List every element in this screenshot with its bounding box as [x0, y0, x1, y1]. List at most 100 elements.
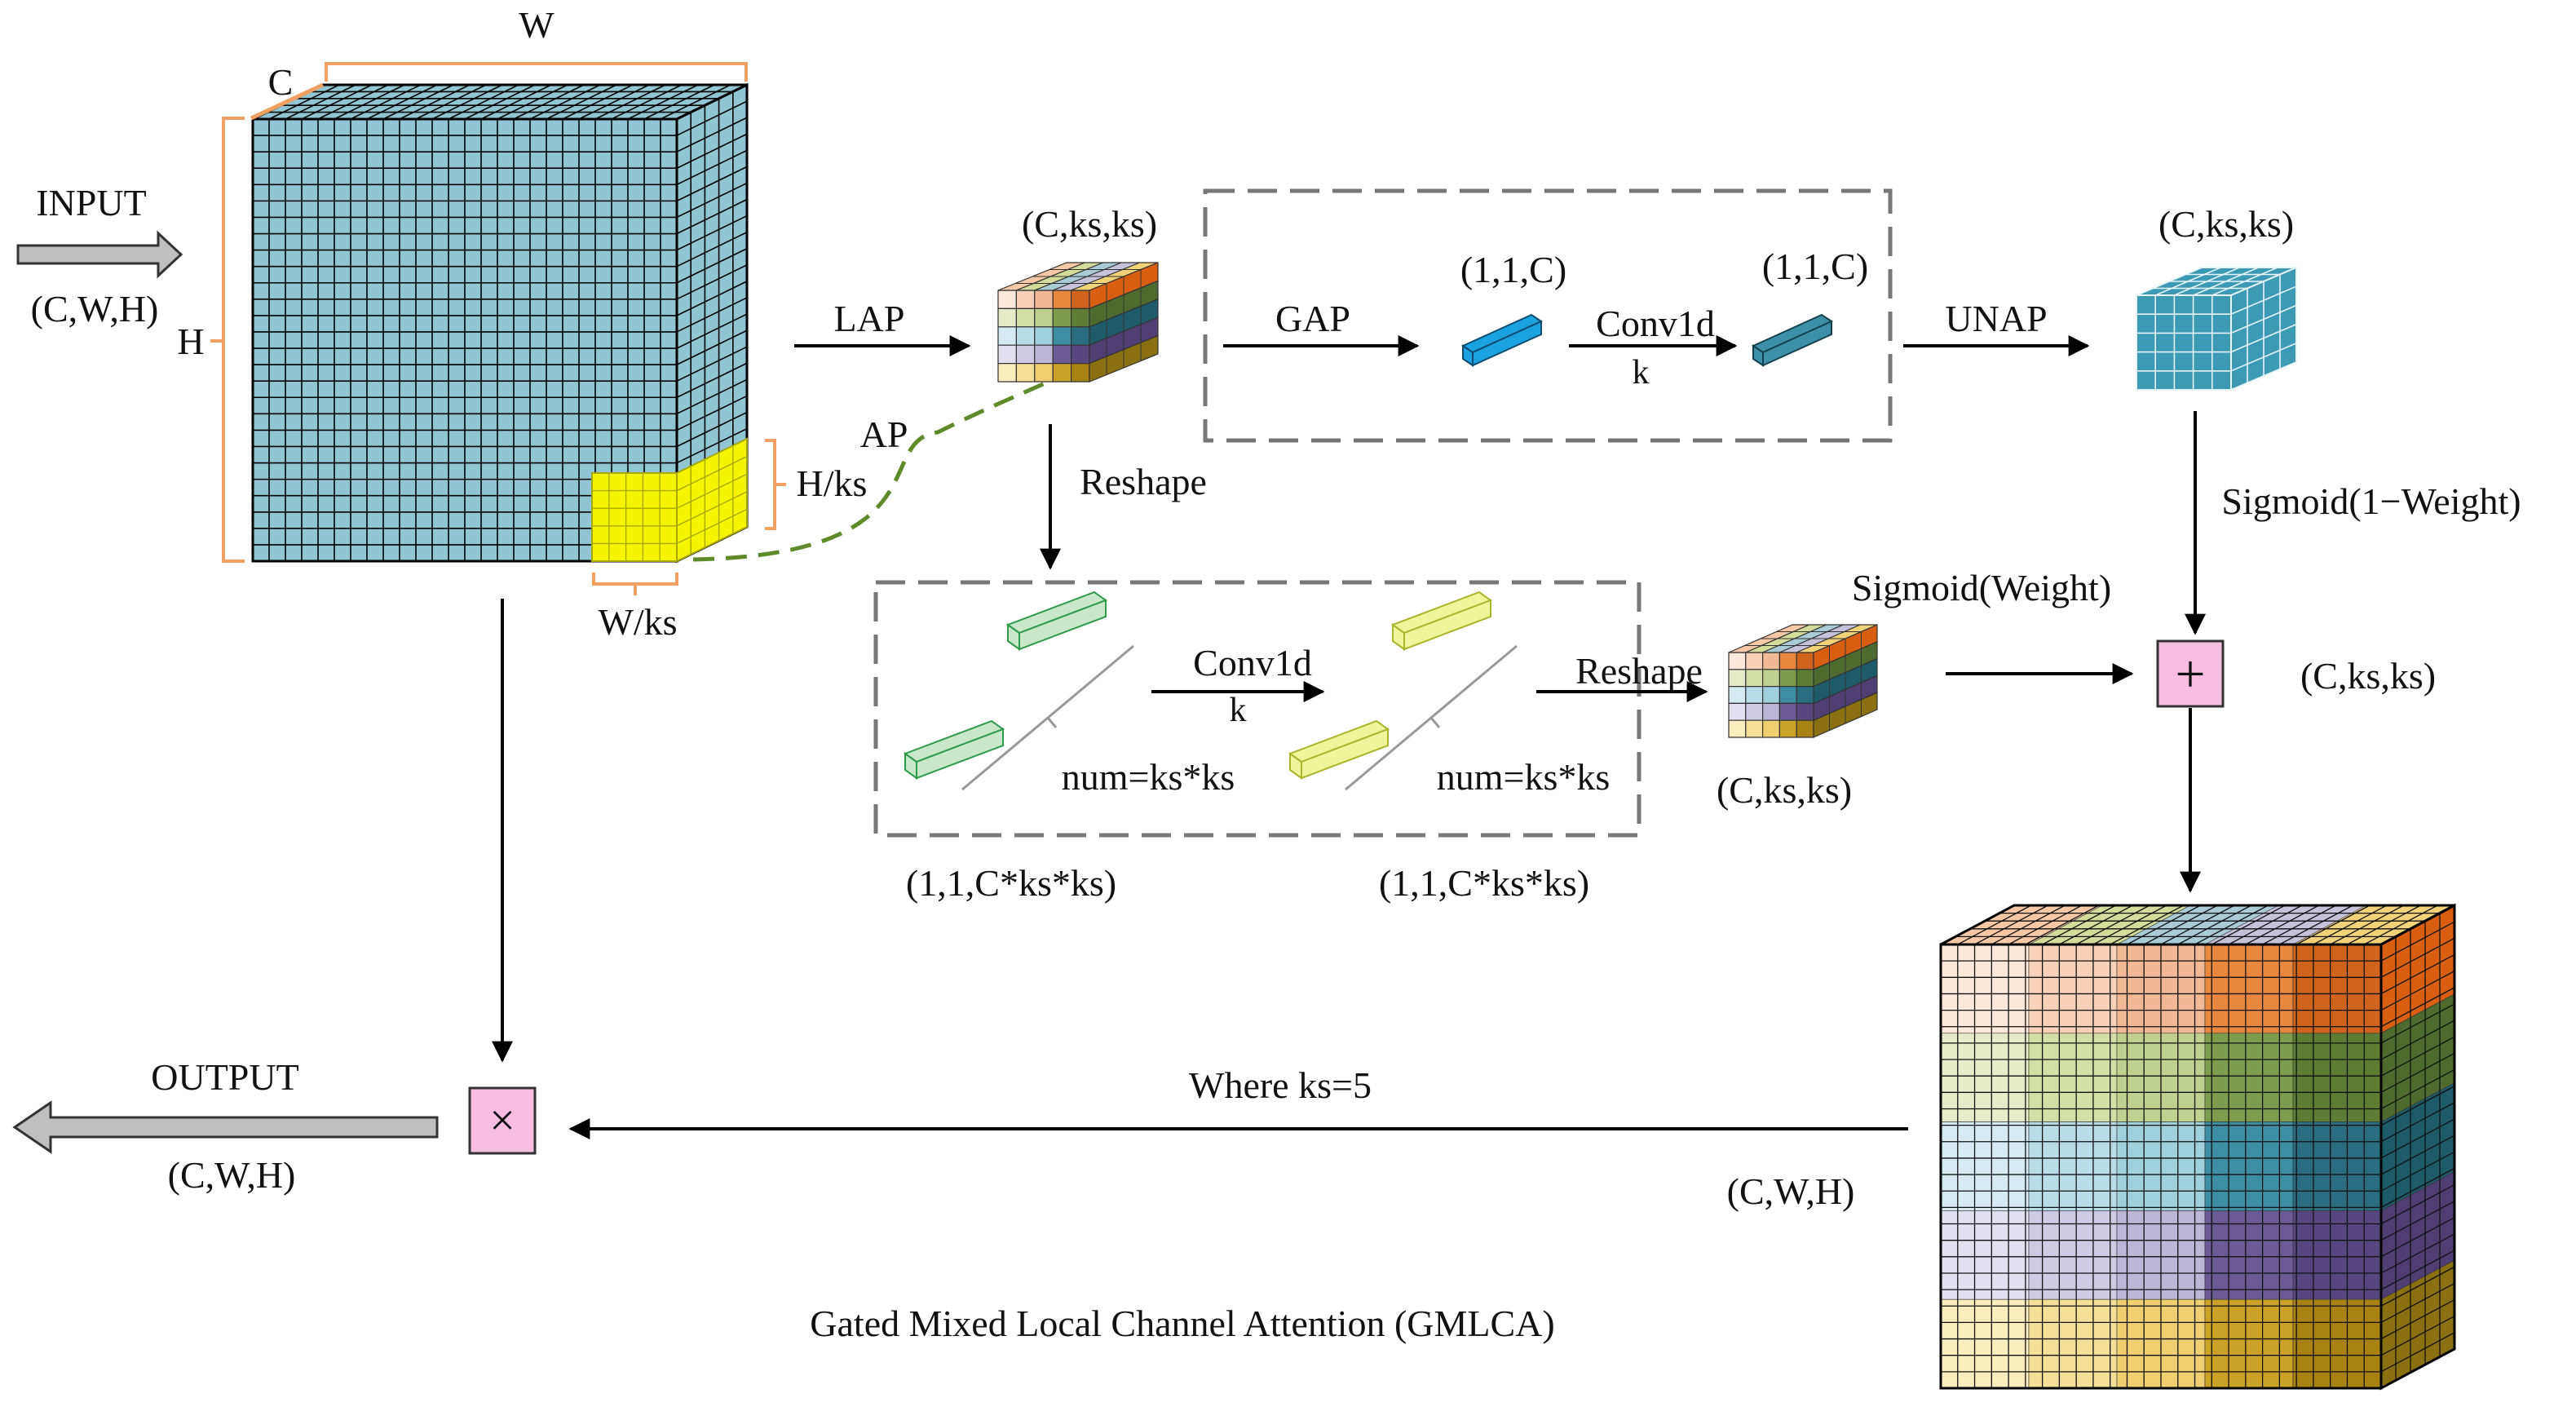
grid-line	[2075, 905, 2150, 945]
plus-operator	[2156, 639, 2225, 708]
local-cell	[1015, 307, 1036, 328]
big-block	[2292, 1298, 2382, 1389]
grid-line	[285, 84, 356, 120]
grid-line	[676, 264, 748, 300]
output-arrow	[12, 1100, 439, 1154]
grid-line	[562, 84, 634, 120]
grid-line	[382, 84, 454, 120]
global-branch-box	[1203, 188, 1893, 443]
grid-line	[350, 84, 422, 120]
input-cube	[251, 82, 749, 564]
grid-line	[2230, 343, 2297, 372]
grid-line	[2330, 905, 2404, 945]
big-block	[1940, 1298, 2030, 1389]
grid-line	[676, 313, 748, 349]
local-cell	[1070, 307, 1090, 328]
output-label: OUTPUT	[151, 1056, 298, 1098]
vec-bar-face	[1018, 599, 1107, 651]
local-cell	[1015, 363, 1036, 383]
grid-line	[676, 149, 748, 186]
local-cell	[1052, 290, 1072, 309]
input-label: INPUT	[36, 182, 146, 223]
grid-line	[611, 84, 683, 120]
grid-line	[415, 84, 487, 120]
grid-line	[676, 508, 748, 545]
local-cell	[1052, 326, 1072, 346]
weighted-output-cube	[1939, 903, 2456, 1391]
local-cell	[1745, 702, 1764, 721]
local-cell	[1778, 702, 1797, 721]
unap-front	[2136, 294, 2232, 391]
grid-line	[2245, 905, 2320, 945]
grid-line	[2025, 905, 2100, 945]
times-symbol: ×	[489, 1095, 515, 1146]
grid-line	[676, 297, 748, 333]
grid-line	[513, 84, 585, 120]
local-cell	[1796, 702, 1814, 721]
local-cell	[1796, 719, 1814, 738]
grid-line	[2380, 1201, 2455, 1241]
ap-dashed-curve	[692, 378, 1054, 562]
grid-line	[578, 84, 650, 120]
local-cell	[997, 307, 1018, 328]
local-cell	[997, 363, 1018, 383]
grid-line	[268, 84, 340, 120]
grid-line	[594, 84, 666, 120]
h-bracket	[222, 117, 245, 563]
local-cell	[1778, 719, 1797, 738]
k-top-label: k	[1633, 354, 1650, 391]
grid-line	[2380, 1167, 2455, 1208]
lap-label: LAP	[834, 298, 905, 339]
local-cell	[1728, 685, 1747, 705]
local-cell	[1745, 719, 1764, 738]
grid-line	[2380, 1183, 2455, 1225]
local-cell	[1070, 344, 1090, 365]
local-cell	[1070, 363, 1090, 383]
grid-line	[2380, 1233, 2455, 1274]
multiply-operator	[468, 1086, 537, 1155]
w-bracket	[325, 62, 748, 82]
grid-line	[2230, 285, 2297, 315]
local-cell	[1070, 326, 1090, 346]
grid-line	[2008, 905, 2083, 945]
grid-line	[2380, 987, 2455, 1028]
grid-line	[2380, 1118, 2455, 1159]
grid-line	[676, 411, 748, 448]
conv-bottom-label: Conv1d	[1193, 642, 1312, 683]
grid-line	[676, 473, 748, 509]
local-cell	[1745, 652, 1764, 670]
grid-line	[2380, 971, 2455, 1011]
reshaped-shape-label: (C,ks,ks)	[1717, 769, 1852, 811]
reshaped-local-cube	[1728, 624, 1878, 738]
highlight-front	[591, 472, 678, 562]
local-cell	[1015, 326, 1036, 346]
grid-line	[676, 166, 748, 202]
grid-line	[676, 491, 748, 527]
grid-line	[676, 231, 748, 268]
local-cell	[1052, 307, 1072, 328]
grid-line	[2230, 304, 2297, 334]
local-vectors-left	[903, 591, 1134, 791]
plus-symbol: +	[2175, 644, 2205, 704]
grid-line	[660, 84, 731, 120]
grid-line	[2380, 1135, 2455, 1175]
grid-line	[529, 84, 601, 120]
grid-line	[676, 100, 748, 136]
conv-out-shape-label: (1,1,C)	[1762, 246, 1868, 287]
local-cell	[1778, 652, 1797, 670]
input-arrow	[16, 230, 183, 279]
grid-line	[2143, 905, 2218, 945]
grid-line	[334, 84, 405, 120]
local-cell	[1052, 344, 1072, 365]
local-cell	[1796, 652, 1814, 670]
local-shape-top-label: (C,ks,ks)	[1022, 203, 1157, 245]
grid-line	[676, 215, 748, 251]
grid-line	[676, 427, 748, 464]
big-shape-label: (C,W,H)	[1727, 1170, 1855, 1212]
vec-bar-face	[1301, 728, 1389, 780]
local-cell	[1070, 290, 1090, 309]
big-block	[2292, 1121, 2382, 1211]
grid-line	[1991, 905, 2066, 945]
grid-line	[2380, 1316, 2455, 1356]
